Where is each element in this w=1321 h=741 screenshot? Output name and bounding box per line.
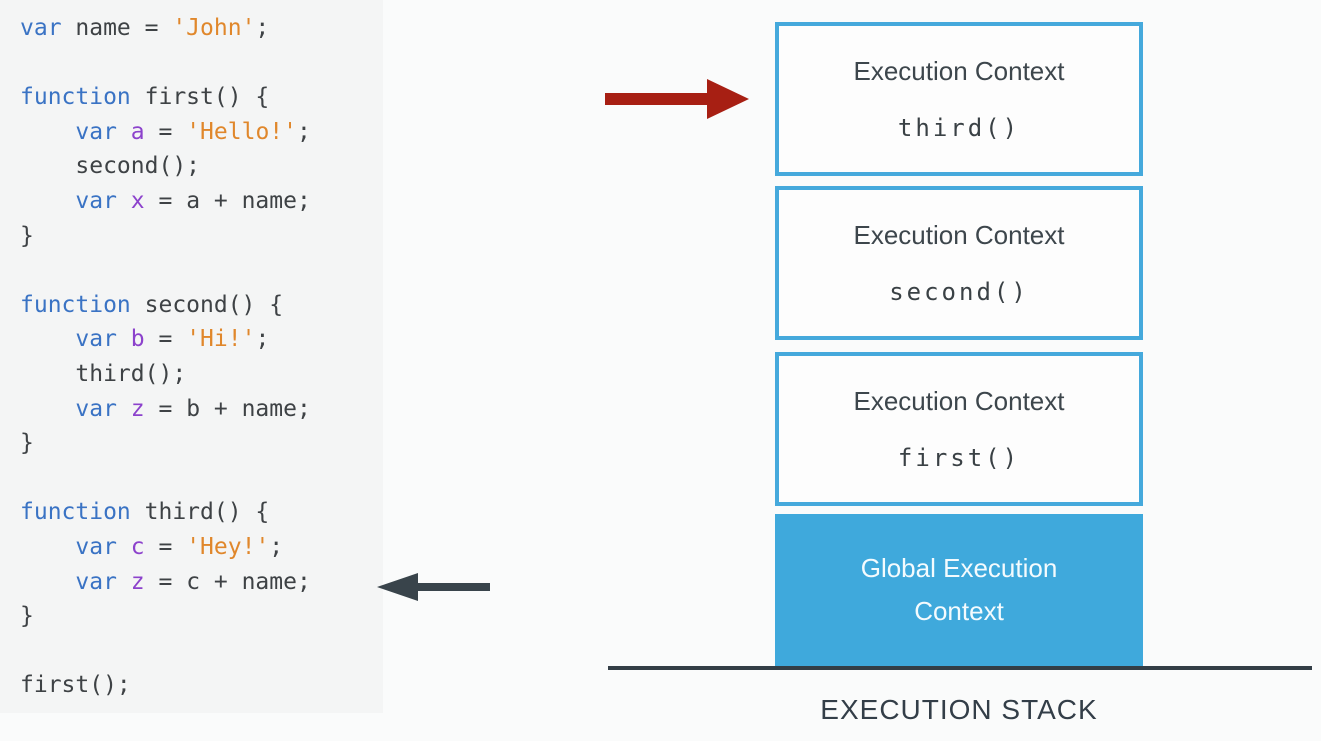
code-line — [20, 46, 383, 81]
stack-frame-third: Execution Context third() — [775, 22, 1143, 176]
frame-title: Execution Context — [853, 386, 1065, 416]
arrow-shaft — [605, 93, 708, 105]
code-line: var z = b + name; — [75, 395, 311, 422]
frame-title: Execution Context — [853, 56, 1065, 86]
frame-function-name: third() — [897, 114, 1021, 142]
code-line: function third() { — [20, 499, 270, 526]
code-line: var z = c + name; — [75, 568, 311, 595]
code-line: var c = 'Hey!'; — [75, 533, 284, 560]
code-line: function second() { — [20, 291, 284, 318]
code-line: third(); — [20, 360, 187, 387]
current-line-arrow-icon — [377, 573, 490, 601]
code-line — [20, 253, 383, 288]
arrow-head — [377, 573, 418, 601]
frame-function-name: second() — [889, 278, 1029, 306]
global-frame-label: Context — [914, 596, 1004, 626]
code-line: var name = 'John'; — [20, 15, 270, 41]
stack-caption: EXECUTION STACK — [820, 694, 1098, 725]
global-frame-label: Global Execution — [860, 553, 1058, 583]
global-execution-context-frame: Global Execution Context — [775, 514, 1143, 666]
stack-baseline — [608, 666, 1312, 670]
stack-frame-first: Execution Context first() — [775, 352, 1143, 506]
code-line — [20, 461, 383, 496]
code-line: } — [20, 430, 34, 457]
arrow-shaft — [415, 583, 490, 591]
code-line: second(); — [20, 153, 201, 180]
stack-frame-second: Execution Context second() — [775, 186, 1143, 340]
code-line: function first() { — [20, 84, 270, 111]
code-line: first(); — [20, 672, 131, 699]
code-panel: var name = 'John'; function first() { var… — [0, 0, 383, 713]
code-line: } — [20, 603, 34, 630]
stack-pointer-arrow-icon — [605, 79, 749, 119]
code-line: var x = a + name; — [75, 187, 311, 214]
frame-function-name: first() — [897, 444, 1021, 472]
code-line: var b = 'Hi!'; — [75, 326, 270, 353]
code-line — [20, 634, 383, 669]
code-line: var a = 'Hello!'; — [75, 118, 311, 145]
arrow-head — [707, 79, 749, 119]
frame-title: Execution Context — [853, 220, 1065, 250]
code-line: } — [20, 222, 34, 249]
